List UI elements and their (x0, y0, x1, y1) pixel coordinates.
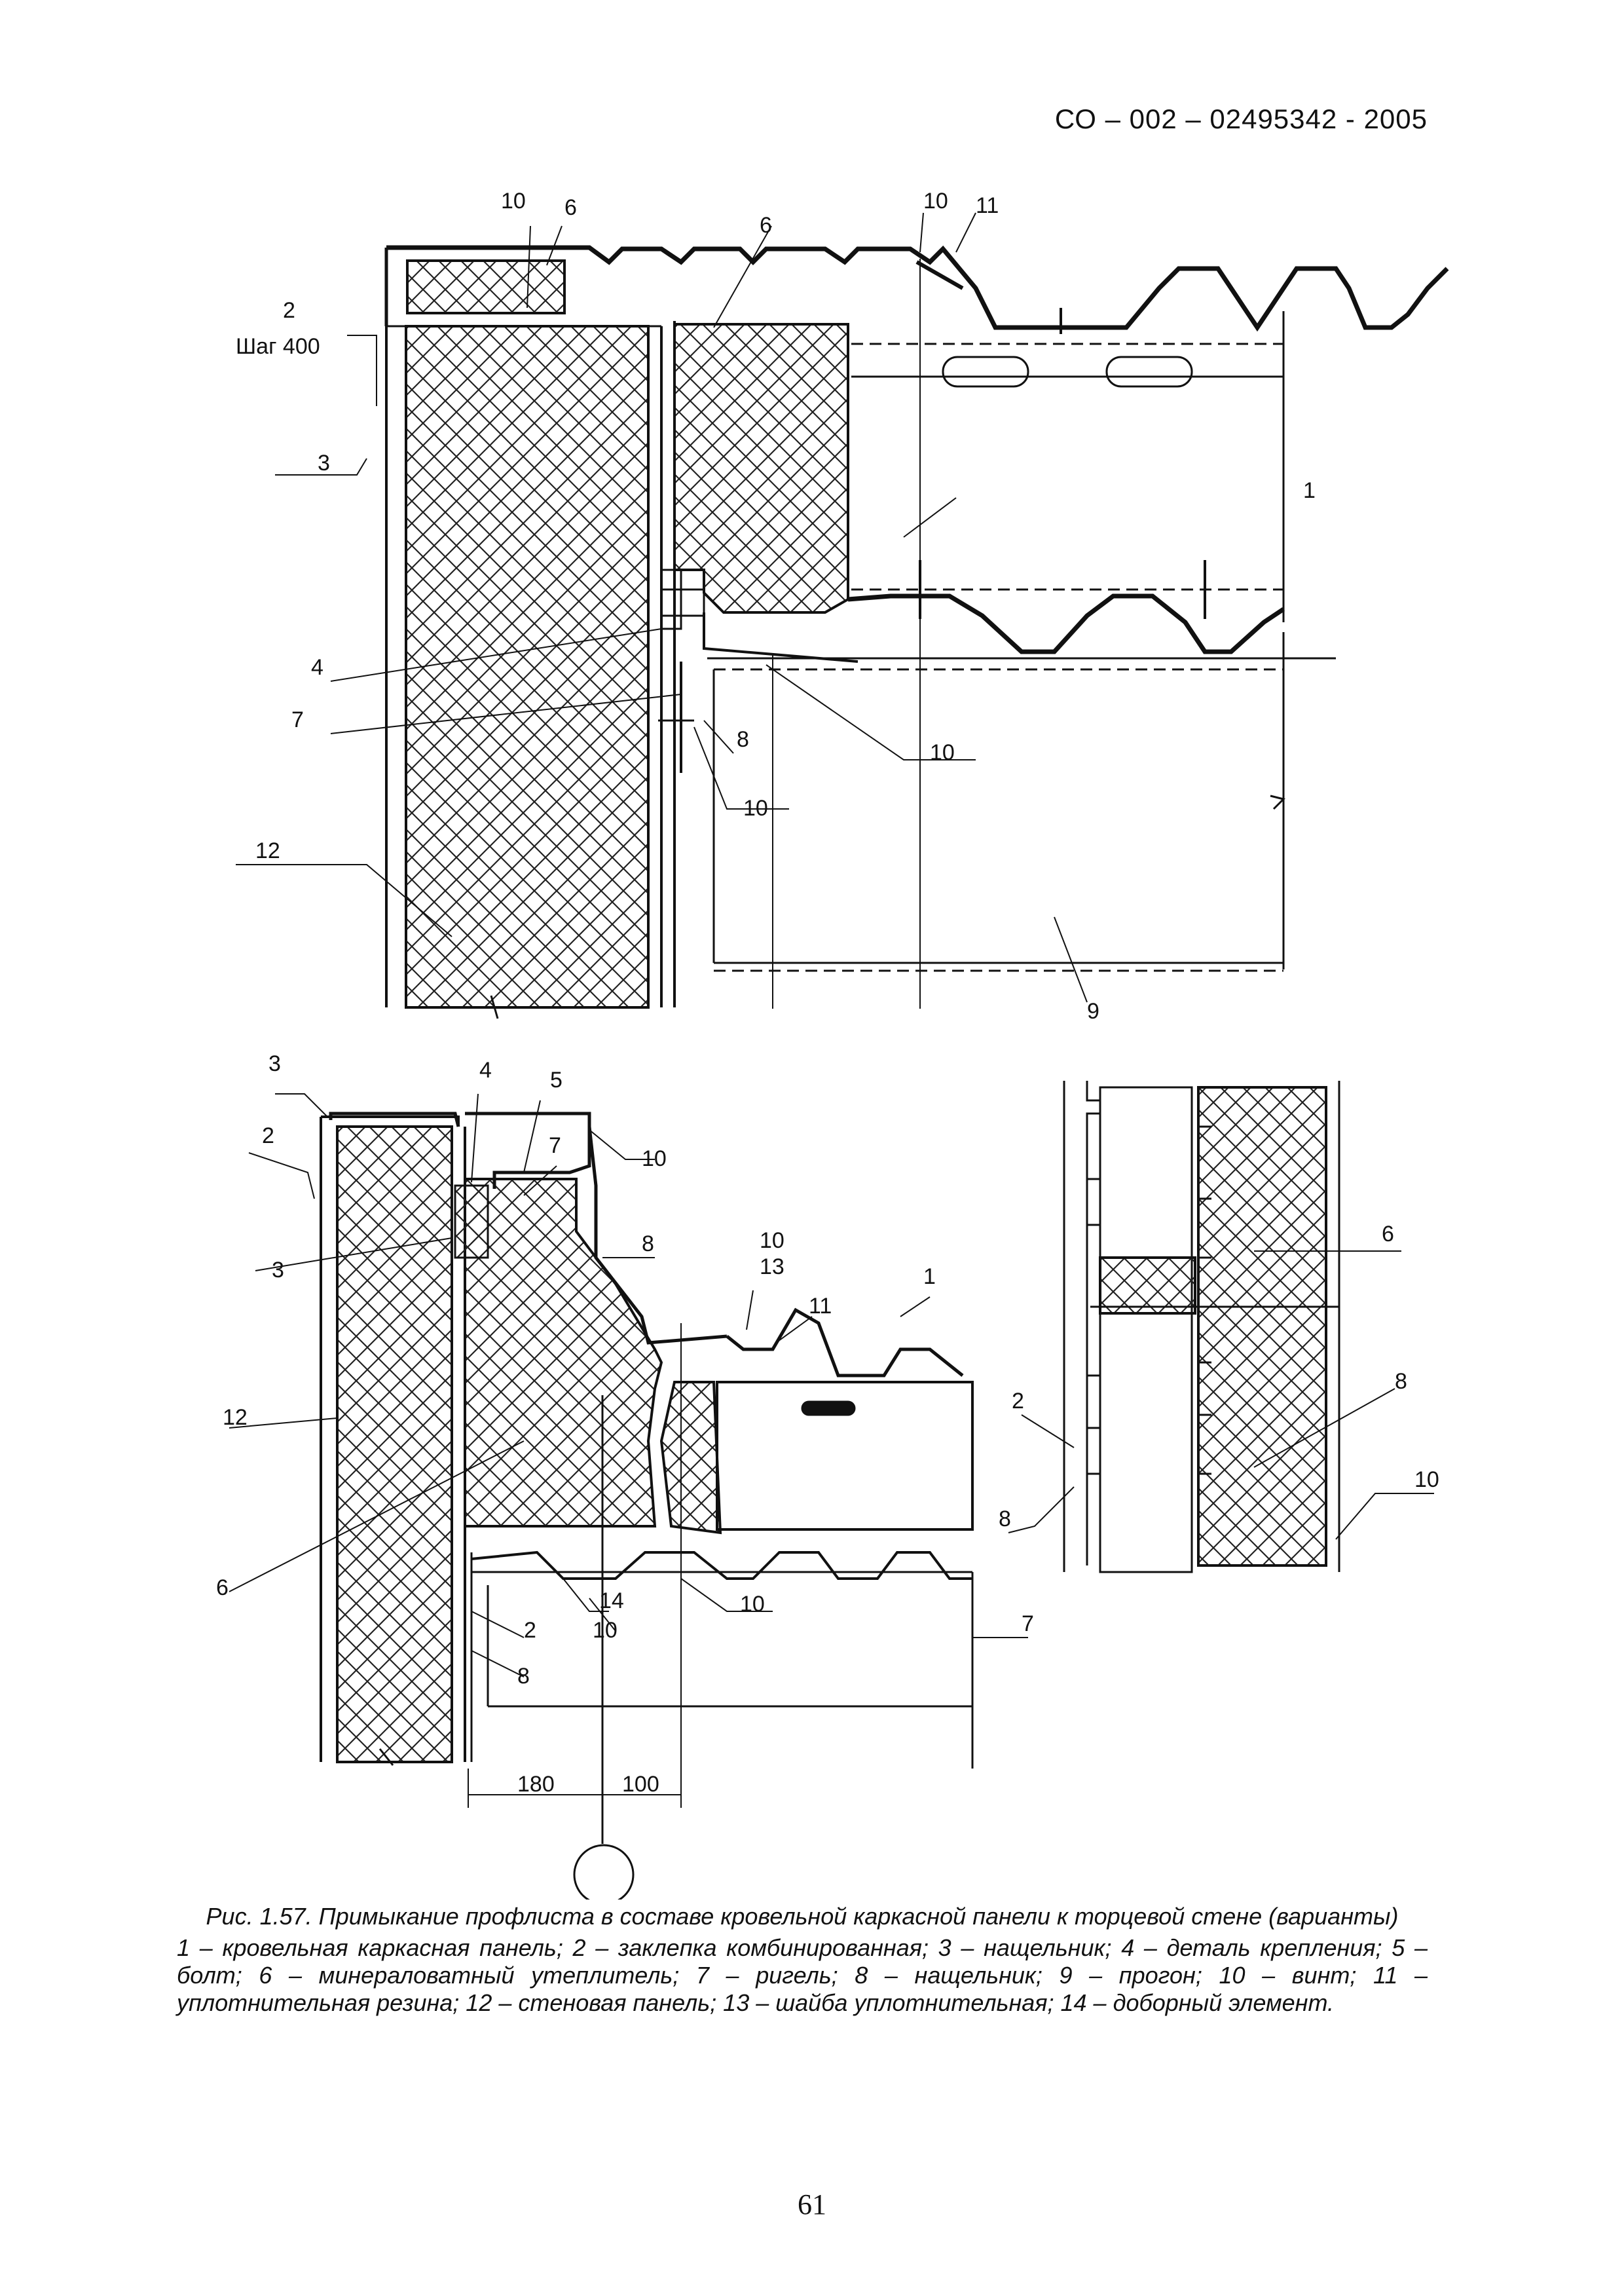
br-insulation-middle (1099, 1256, 1196, 1315)
top-detail (236, 212, 1449, 1019)
wall-panel-insulation (405, 325, 650, 1009)
bottom-right-detail (1008, 1081, 1434, 1573)
roof-profile-bottom (847, 593, 1285, 654)
page-number: 61 (798, 2188, 826, 2220)
label-7: 7 (291, 707, 304, 732)
figure-caption: Рис. 1.57. Примыкание профлиста в состав… (177, 1903, 1428, 2017)
br-label-2: 2 (1012, 1389, 1024, 1414)
bl-label-3a: 3 (268, 1051, 281, 1076)
bottom-left-labels: 1 2 2 3 3 4 5 6 7 7 8 8 10 10 10 10 11 1… (216, 1051, 1034, 1797)
bl-roof-profile-top (726, 1307, 964, 1377)
bottom-left-detail (229, 1093, 1028, 1900)
bl-label-1: 1 (923, 1264, 936, 1289)
bl-label-8b: 8 (517, 1664, 530, 1689)
insulation-block-6a (406, 259, 566, 314)
bl-label-6: 6 (216, 1575, 229, 1600)
label-10b: 10 (923, 189, 948, 214)
label-3: 3 (318, 451, 330, 476)
bl-roof-panel-1 (716, 1381, 974, 1531)
top-detail-labels: 1 2 Шаг 400 3 4 6 6 7 8 9 10 10 10 10 11… (236, 189, 1316, 1024)
label-4: 4 (311, 655, 323, 680)
bl-label-7b: 7 (1022, 1611, 1034, 1636)
label-8: 8 (737, 727, 749, 752)
axis-marker-circle (573, 1844, 635, 1900)
bl-label-10c: 10 (593, 1618, 618, 1643)
label-12: 12 (255, 838, 280, 863)
caption-title: Рис. 1.57. Примыкание профлиста в состав… (206, 1903, 1399, 1930)
label-6a: 6 (564, 195, 577, 220)
document-code: СО – 002 – 02495342 - 2005 (1054, 103, 1428, 134)
br-label-6: 6 (1382, 1222, 1394, 1246)
bl-label-13: 13 (760, 1254, 784, 1279)
br-label-10: 10 (1414, 1467, 1439, 1492)
label-10c: 10 (743, 796, 768, 821)
insulation-block-6b (673, 323, 849, 614)
label-10d: 10 (930, 740, 955, 765)
label-1: 1 (1303, 478, 1316, 503)
bottom-right-labels: 2 6 8 8 10 (999, 1222, 1439, 1531)
label-shag-400: Шаг 400 (236, 334, 320, 359)
bl-label-3b: 3 (272, 1258, 284, 1283)
bl-insulation-cushion (659, 1381, 722, 1535)
label-6b: 6 (760, 213, 772, 238)
bl-label-4: 4 (479, 1058, 492, 1083)
br-label-8a: 8 (1395, 1369, 1407, 1394)
technical-drawing: 1 2 Шаг 400 3 4 6 6 7 8 9 10 10 10 10 11… (216, 189, 1449, 1900)
bl-insulation-6 (464, 1178, 663, 1527)
bl-label-7a: 7 (549, 1133, 561, 1158)
caption-legend: 1 – кровельная каркасная панель; 2 – зак… (177, 1934, 1428, 2016)
label-10a: 10 (501, 189, 526, 214)
label-9: 9 (1087, 999, 1099, 1024)
bl-label-10a: 10 (642, 1146, 667, 1171)
bl-label-10d: 10 (740, 1592, 765, 1617)
bl-label-14: 14 (599, 1588, 624, 1613)
label-2: 2 (283, 298, 295, 323)
bl-label-10b: 10 (760, 1228, 784, 1253)
bl-label-5: 5 (550, 1068, 563, 1093)
roof-profile-top (386, 245, 1449, 332)
bl-dim-100: 100 (622, 1772, 659, 1797)
bl-label-2a: 2 (262, 1123, 274, 1148)
label-11: 11 (976, 193, 999, 218)
bl-label-11: 11 (809, 1294, 832, 1319)
bl-label-12: 12 (223, 1405, 248, 1430)
bl-label-2b: 2 (524, 1618, 536, 1643)
bl-wall-panel-insulation (336, 1125, 453, 1763)
bl-dim-180: 180 (517, 1772, 555, 1797)
bl-label-8a: 8 (642, 1231, 654, 1256)
br-insulation-right (1197, 1086, 1327, 1567)
br-label-8b: 8 (999, 1507, 1011, 1531)
